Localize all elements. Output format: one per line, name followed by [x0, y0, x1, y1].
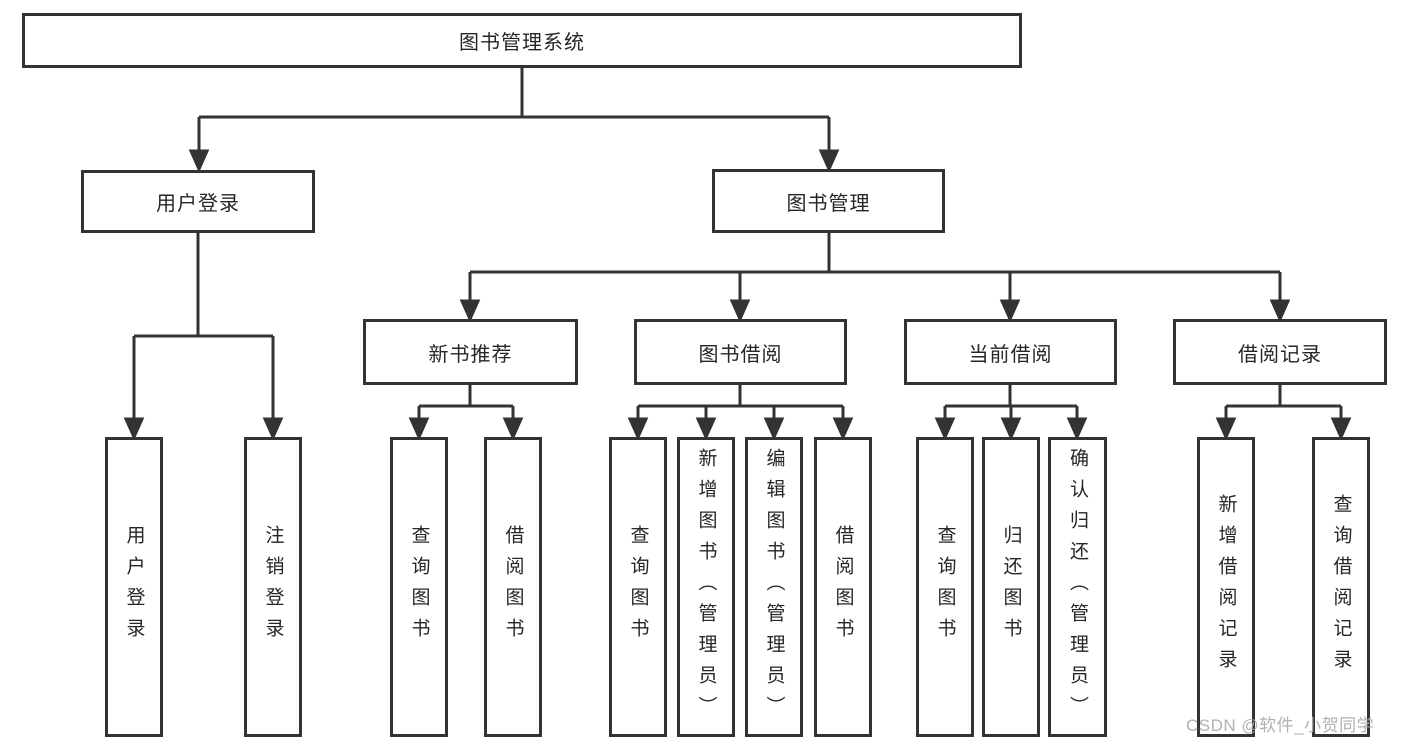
node-leaf-query-books-1-label: 查询图书 — [408, 525, 430, 649]
connector-current-borrow-children — [934, 385, 1088, 441]
node-borrow-record: 借阅记录 — [1173, 319, 1387, 385]
node-book-borrow-label: 图书借阅 — [698, 343, 783, 366]
connector-user-login-children — [123, 233, 284, 441]
connector-book-borrow-children — [627, 385, 854, 441]
node-leaf-query-books-3-label: 查询图书 — [934, 525, 956, 649]
node-leaf-user-login-label: 用户登录 — [123, 525, 145, 649]
node-leaf-user-login: 用户登录 — [105, 437, 163, 737]
node-leaf-edit-books-admin-label: 编辑图书（管理员） — [763, 447, 785, 727]
node-leaf-add-borrow-record-label: 新增借阅记录 — [1215, 494, 1237, 680]
node-leaf-borrow-books-1: 借阅图书 — [484, 437, 542, 737]
node-user-login: 用户登录 — [81, 170, 315, 233]
node-root-system: 图书管理系统 — [22, 13, 1022, 68]
node-root-system-label: 图书管理系统 — [459, 32, 585, 54]
node-new-book-recommend-label: 新书推荐 — [428, 343, 513, 366]
node-leaf-add-borrow-record: 新增借阅记录 — [1197, 437, 1255, 737]
node-current-borrow-label: 当前借阅 — [968, 343, 1053, 366]
node-leaf-query-books-2: 查询图书 — [609, 437, 667, 737]
node-leaf-query-books-3: 查询图书 — [916, 437, 974, 737]
connector-root-to-level2 — [188, 68, 840, 173]
node-book-management-label: 图书管理 — [786, 192, 871, 215]
node-leaf-borrow-books-1-label: 借阅图书 — [502, 525, 524, 649]
node-leaf-query-books-2-label: 查询图书 — [627, 525, 649, 649]
connector-new-book-children — [408, 385, 524, 441]
node-leaf-confirm-return-admin: 确认归还（管理员） — [1048, 437, 1107, 737]
node-leaf-query-borrow-record: 查询借阅记录 — [1312, 437, 1370, 737]
node-leaf-logout-label: 注销登录 — [262, 525, 284, 649]
node-user-login-label: 用户登录 — [156, 193, 240, 215]
node-book-borrow: 图书借阅 — [634, 319, 847, 385]
node-leaf-add-books-admin-label: 新增图书（管理员） — [695, 447, 717, 727]
node-leaf-edit-books-admin: 编辑图书（管理员） — [745, 437, 803, 737]
node-leaf-query-books-1: 查询图书 — [390, 437, 448, 737]
node-leaf-confirm-return-admin-label: 确认归还（管理员） — [1067, 447, 1088, 727]
node-borrow-record-label: 借阅记录 — [1238, 343, 1322, 366]
connector-borrow-record-children — [1215, 385, 1352, 441]
node-leaf-add-books-admin: 新增图书（管理员） — [677, 437, 735, 737]
node-current-borrow: 当前借阅 — [904, 319, 1117, 385]
node-leaf-borrow-books-2-label: 借阅图书 — [832, 525, 854, 649]
node-book-management: 图书管理 — [712, 169, 945, 233]
csdn-watermark: CSDN @软件_小贺同学 — [1186, 716, 1375, 735]
node-leaf-return-books: 归还图书 — [982, 437, 1040, 737]
node-leaf-logout: 注销登录 — [244, 437, 302, 737]
connector-book-management-children — [459, 233, 1291, 323]
node-leaf-return-books-label: 归还图书 — [1000, 525, 1022, 649]
node-leaf-query-borrow-record-label: 查询借阅记录 — [1330, 494, 1352, 680]
node-leaf-borrow-books-2: 借阅图书 — [814, 437, 872, 737]
node-new-book-recommend: 新书推荐 — [363, 319, 578, 385]
